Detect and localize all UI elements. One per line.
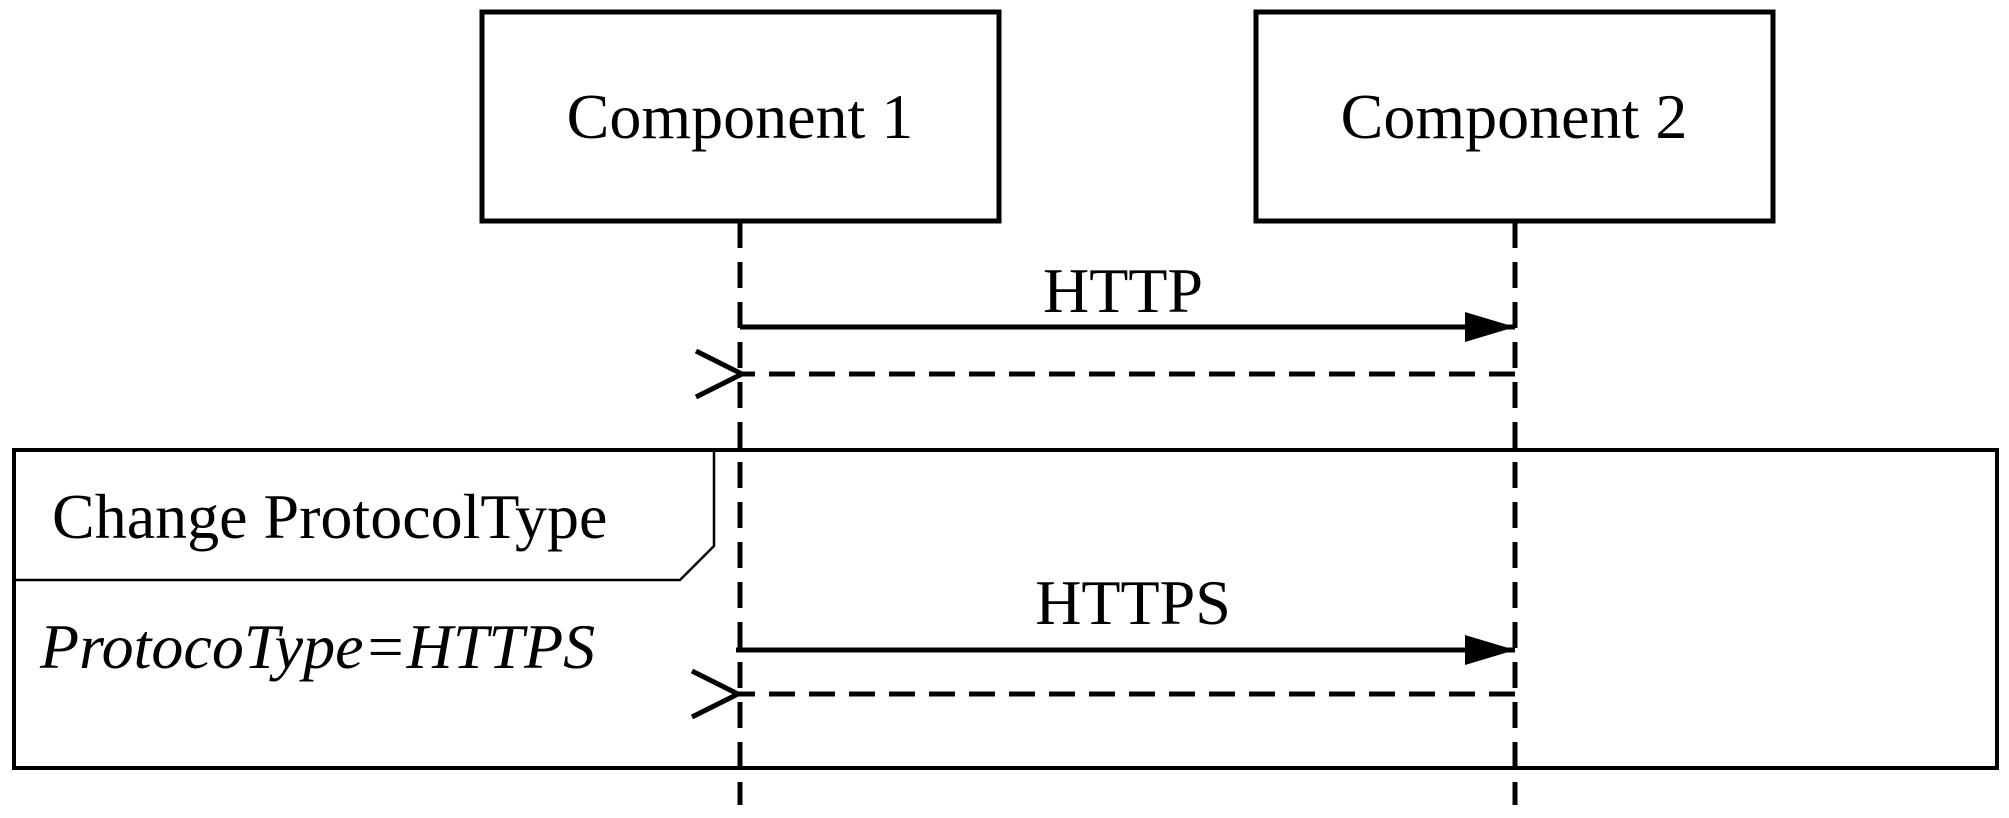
participant-box <box>479 9 1002 224</box>
participant-box <box>1253 9 1776 224</box>
combined-fragment: Change ProtocolType ProtocoType=HTTPS <box>12 448 1999 770</box>
message-https[interactable]: HTTPS <box>736 567 1515 665</box>
fragment-guard: ProtocoType=HTTPS <box>39 611 595 682</box>
message-label: HTTPS <box>1035 567 1231 638</box>
fragment-frame <box>12 448 1999 770</box>
participant-label: Component 1 <box>567 81 914 152</box>
participant-label: Component 2 <box>1341 81 1688 152</box>
participant-component-1[interactable]: Component 1 <box>479 9 1002 224</box>
fragment-title-tab <box>12 450 716 582</box>
message-label: HTTP <box>1043 255 1203 326</box>
message-http[interactable]: HTTP <box>740 255 1515 342</box>
fragment-title: Change ProtocolType <box>52 481 607 552</box>
participant-component-2[interactable]: Component 2 <box>1253 9 1776 224</box>
